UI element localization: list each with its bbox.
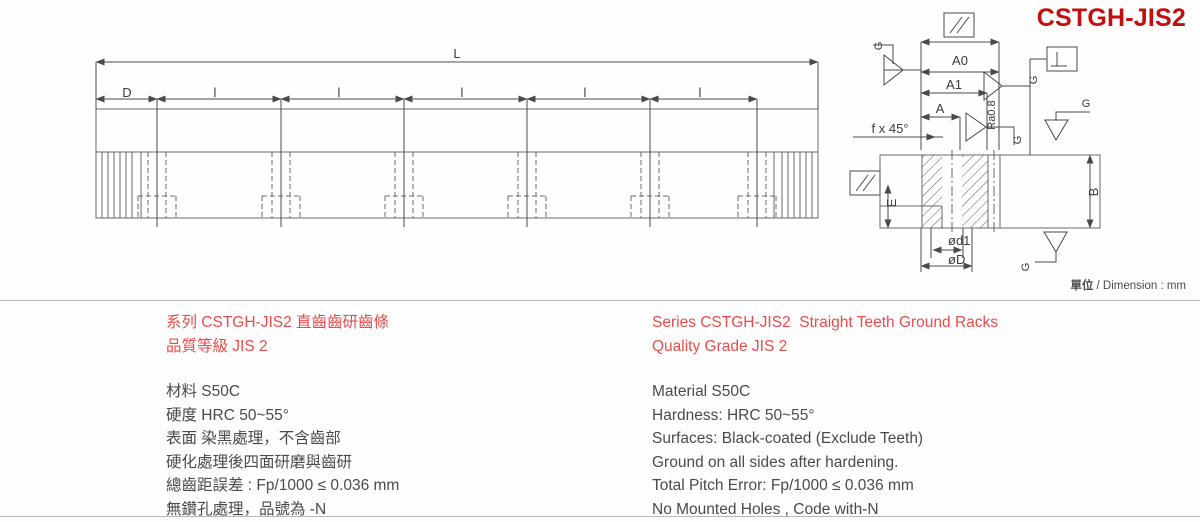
label-datum-g-4: G <box>1082 98 1091 110</box>
rack-side-view <box>95 58 819 227</box>
spec-cn-body-5: 無鑽孔處理，品號為 -N <box>166 500 327 518</box>
spec-cn-body: 材料 S50C 硬度 HRC 50~55° 表面 染黑處理，不含齒部 硬化處理後… <box>166 380 636 522</box>
dimension-A1 <box>920 89 988 150</box>
spec-en-heading-1: Quality Grade JIS 2 <box>652 337 788 355</box>
label-pitch-4: l <box>584 85 587 100</box>
drawing-svg: L D l l l l l A0 A1 A f x 45° ød1 øD B E… <box>95 12 1101 272</box>
technical-drawing-area: L D l l l l l A0 A1 A f x 45° ød1 øD B E… <box>95 4 1186 293</box>
dimension-unit-note: 單位 / Dimension : mm <box>1070 277 1186 293</box>
label-datum-g-5: G <box>1020 263 1032 272</box>
teeth-left <box>101 152 142 218</box>
spec-cn-body-4: 總齒距誤差 : Fp/1000 ≤ 0.036 mm <box>166 477 400 495</box>
spec-en-heading-0: Series CSTGH-JIS2 Straight Teeth Ground … <box>652 314 999 331</box>
label-datum-g-1: G <box>873 42 885 51</box>
spec-en-body-1: Hardness: HRC 50~55° <box>652 406 815 424</box>
spec-en-body: Material S50C Hardness: HRC 50~55° Surfa… <box>652 380 1172 522</box>
divider-top <box>0 300 1200 301</box>
dimension-unit-sep: / <box>1093 280 1103 292</box>
label-edge-distance: D <box>122 85 131 100</box>
spec-en-body-2: Surfaces: Black-coated (Exclude Teeth) <box>652 430 924 448</box>
dimension-A <box>920 113 961 150</box>
label-b: B <box>1086 188 1101 197</box>
spec-en-body-5: No Mounted Holes , Code with-N <box>652 500 879 518</box>
spec-column-chinese: 系列 CSTGH-JIS2 直齒齒研齒條 品質等級 JIS 2 材料 S50C … <box>166 311 636 522</box>
dimension-L <box>95 58 819 109</box>
mounting-holes <box>137 99 777 227</box>
label-overall-length: L <box>453 46 460 61</box>
label-chamfer: f x 45° <box>872 121 909 136</box>
spec-en-body-4: Total Pitch Error: Fp/1000 ≤ 0.036 mm <box>652 477 914 495</box>
label-pitch-3: l <box>461 85 464 100</box>
label-a: A <box>936 101 945 116</box>
spec-cn-body-1: 硬度 HRC 50~55° <box>166 406 289 424</box>
label-datum-g-3: G <box>1012 136 1024 145</box>
label-a0: A0 <box>952 53 968 68</box>
spec-en-body-0: Material S50C <box>652 383 751 400</box>
teeth-right <box>773 152 813 218</box>
specification-section: 系列 CSTGH-JIS2 直齒齒研齒條 品質等級 JIS 2 材料 S50C … <box>0 301 1200 518</box>
label-bore-D: øD <box>948 252 965 267</box>
surface-finish-symbols <box>873 44 1090 263</box>
dimension-bores <box>920 228 973 272</box>
label-pitch-2: l <box>338 85 341 100</box>
label-e: E <box>884 198 899 207</box>
spec-cn-heading-0: 系列 CSTGH-JIS2 直齒齒研齒條 <box>166 314 390 331</box>
label-roughness: Ra0.8 <box>986 100 998 129</box>
label-bore-d1: ød1 <box>948 233 970 248</box>
spec-en-body-3: Ground on all sides after hardening. <box>652 453 899 471</box>
spec-cn-body-2: 表面 染黑處理，不含齒部 <box>166 430 341 448</box>
cross-section-view <box>849 12 1101 272</box>
spec-cn-body-3: 硬化處理後四面研磨與齒研 <box>166 453 353 471</box>
spec-cn-heading-1: 品質等級 JIS 2 <box>166 337 268 355</box>
label-datum-g-2: G <box>1028 76 1040 85</box>
label-a1: A1 <box>946 77 962 92</box>
part-number-title: CSTGH-JIS2 <box>1036 4 1186 32</box>
label-pitch-1: l <box>214 85 217 100</box>
label-pitch-5: l <box>699 85 702 100</box>
spec-column-english: Series CSTGH-JIS2 Straight Teeth Ground … <box>652 311 1172 522</box>
dimension-unit-latin: Dimension : mm <box>1102 280 1186 292</box>
spec-cn-body-0: 材料 S50C <box>166 383 241 400</box>
dimension-unit-cjk: 單位 <box>1070 280 1094 292</box>
divider-bottom <box>0 516 1200 517</box>
